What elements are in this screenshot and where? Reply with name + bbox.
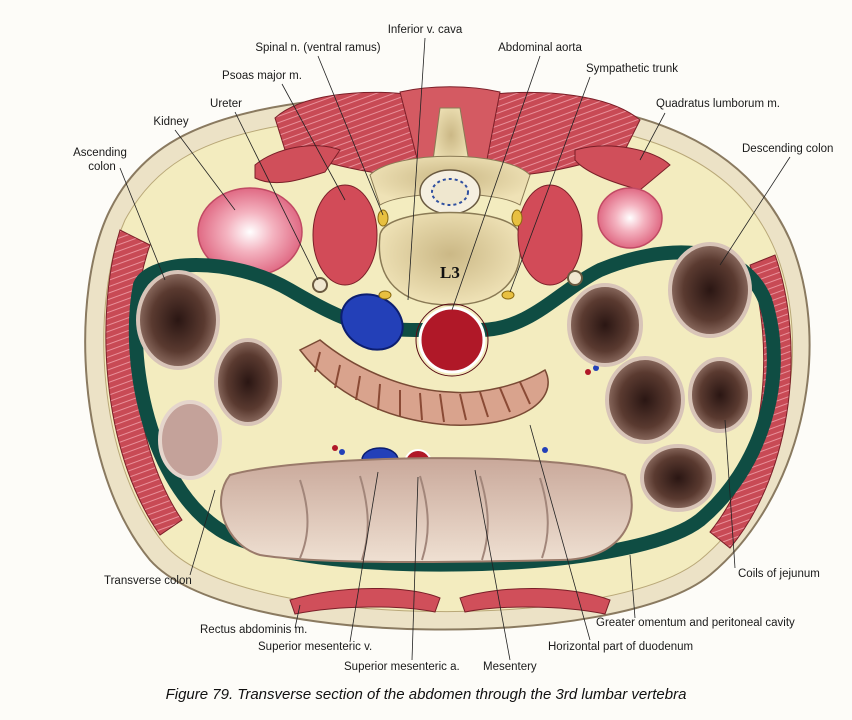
label-spinal-nerve: Spinal n. (ventral ramus) [255, 42, 381, 54]
label-abdominal-aorta: Abdominal aorta [498, 42, 582, 54]
vertebra-label: L3 [440, 263, 460, 282]
quadratus-lumborum-left [574, 145, 671, 191]
transverse-colon-loop [158, 400, 222, 480]
ureter-right [312, 277, 328, 293]
label-coils-of-jejunum: Coils of jejunum [738, 568, 820, 580]
label-psoas-major: Psoas major m. [222, 70, 302, 82]
kidney-left [597, 187, 663, 249]
rectus-abdominis-left [459, 588, 611, 615]
descending-colon [668, 242, 752, 338]
label-horizontal-duodenum: Horizontal part of duodenum [548, 641, 694, 653]
duodenum [298, 339, 549, 426]
label-sympathetic-trunk: Sympathetic trunk [585, 63, 679, 75]
label-superior-mesenteric-artery: Superior mesenteric a. [344, 661, 460, 673]
abdominal-aorta [418, 306, 486, 374]
label-quadratus-lumborum: Quadratus lumborum m. [656, 98, 780, 110]
transverse-colon-haustra [299, 475, 549, 561]
jejunum-coil-1 [567, 283, 643, 367]
duodenum-folds [314, 351, 531, 423]
label-ascending-colon-2: colon [88, 161, 116, 173]
jejunum-coil-4 [640, 444, 716, 512]
figure-caption: Figure 79. Transverse section of the abd… [165, 686, 687, 703]
colon-loop-right [214, 338, 282, 426]
label-descending-colon: Descending colon [742, 143, 834, 155]
psoas-major-left [517, 184, 583, 286]
label-ascending-colon-1: Ascending [73, 147, 127, 159]
label-mesentery: Mesentery [483, 661, 537, 673]
psoas-major-right [312, 184, 378, 286]
label-rectus-abdominis: Rectus abdominis m. [200, 624, 308, 636]
rectus-abdominis-right [289, 588, 441, 615]
ascending-colon [136, 270, 220, 370]
quadratus-lumborum-right [254, 145, 341, 184]
vertebral-body [378, 211, 522, 306]
label-ureter: Ureter [210, 98, 242, 110]
jejunum-coil-2 [605, 356, 685, 444]
label-superior-mesenteric-vein: Superior mesenteric v. [258, 641, 373, 653]
label-transverse-colon: Transverse colon [104, 575, 192, 587]
ureter-left [567, 270, 583, 286]
spinal-cord [431, 178, 469, 206]
label-greater-omentum: Greater omentum and peritoneal cavity [596, 617, 795, 629]
leader-lines [119, 37, 791, 661]
jejunum-coil-3 [688, 357, 752, 433]
label-inferior-vena-cava: Inferior v. cava [387, 24, 463, 36]
label-kidney: Kidney [153, 116, 189, 128]
